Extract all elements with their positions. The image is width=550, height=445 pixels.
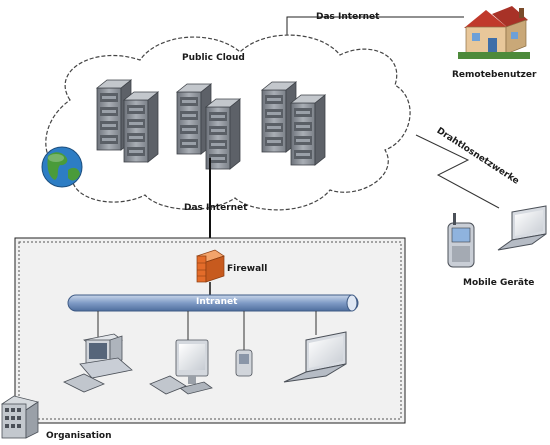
globe-icon (41, 146, 83, 188)
server-rack-1 (96, 79, 159, 163)
firewall-icon (196, 249, 225, 283)
internet-top-label: Das Internet (316, 12, 380, 22)
internet-mid-label: Das Internet (184, 203, 248, 213)
workstation-monitor-icon (149, 339, 213, 395)
wireless-signal-line (415, 134, 500, 209)
desktop-pc-icon (63, 333, 133, 393)
remote-user-label: Remotebenutzer (452, 70, 537, 80)
organisation-label: Organisation (46, 431, 112, 441)
firewall-label: Firewall (227, 264, 268, 274)
intranet-bus (67, 294, 359, 312)
mobile-phone-icon (447, 213, 475, 268)
house-icon (458, 6, 530, 59)
office-building-icon (1, 395, 39, 439)
laptop-icon (283, 331, 347, 383)
public-cloud-label: Public Cloud (182, 53, 245, 63)
mobile-laptop-icon (497, 205, 547, 251)
intranet-label: Intranet (196, 297, 238, 307)
internet-link-line (286, 16, 464, 42)
mobile-devices-label: Mobile Geräte (463, 278, 535, 288)
handheld-device-icon (235, 349, 253, 377)
